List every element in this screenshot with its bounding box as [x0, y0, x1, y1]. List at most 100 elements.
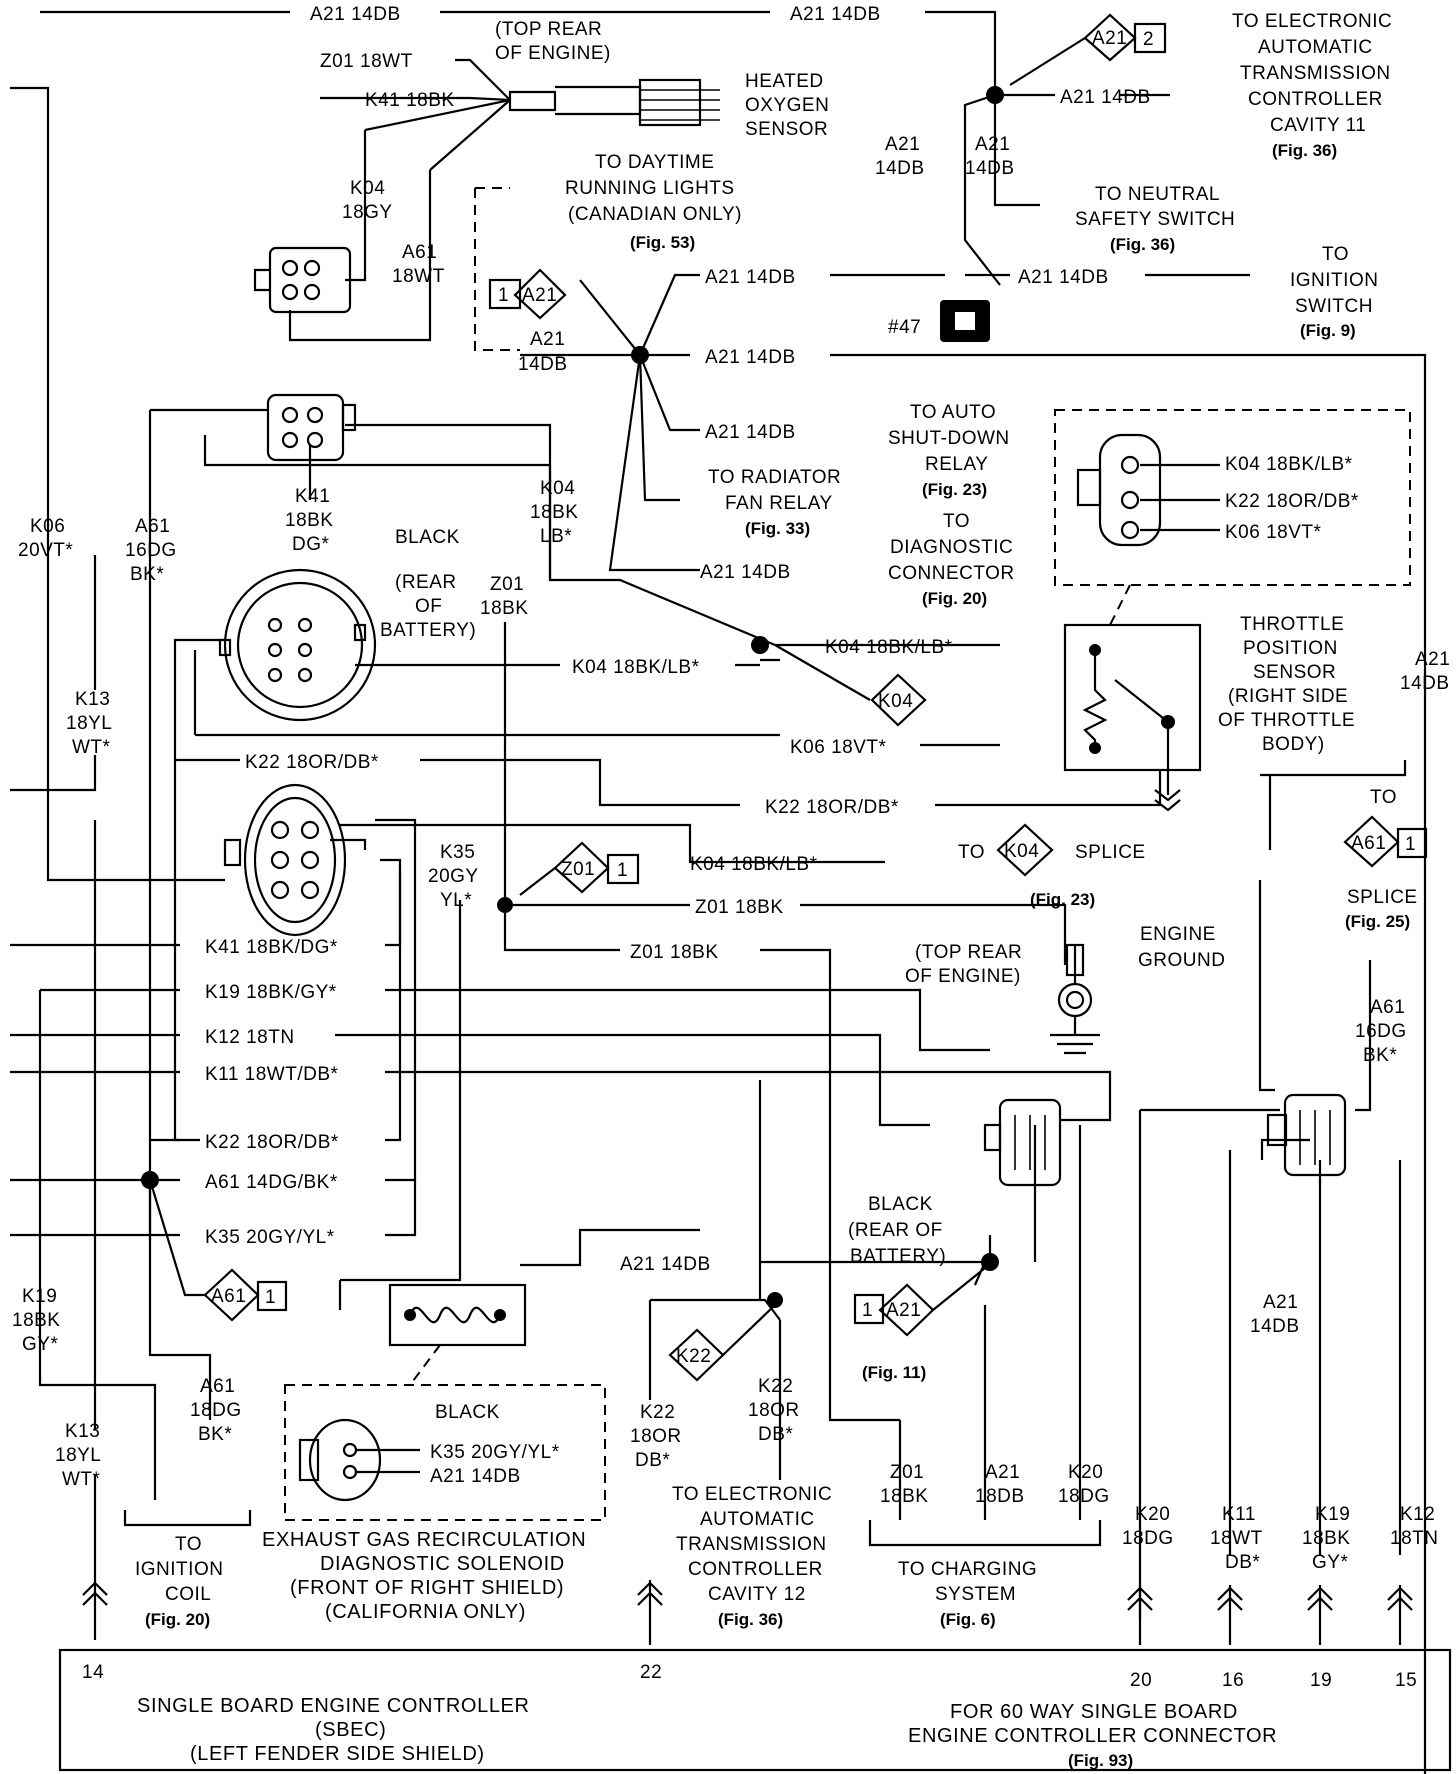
svg-text:YL*: YL*: [440, 890, 472, 911]
svg-text:20GY: 20GY: [428, 866, 479, 887]
svg-text:K41 18BK/DG*: K41 18BK/DG*: [205, 937, 338, 958]
svg-text:Z01 18BK: Z01 18BK: [695, 897, 784, 918]
svg-text:K04 18BK/LB*: K04 18BK/LB*: [690, 854, 818, 875]
svg-text:A21 14DB: A21 14DB: [430, 1466, 521, 1487]
svg-text:18DG: 18DG: [190, 1400, 242, 1421]
svg-text:SHUT-DOWN: SHUT-DOWN: [888, 428, 1010, 449]
connector-47: [940, 300, 990, 342]
svg-text:16DG: 16DG: [125, 540, 177, 561]
svg-text:A21 14DB: A21 14DB: [790, 4, 881, 25]
svg-text:K04 18BK/LB*: K04 18BK/LB*: [572, 657, 700, 678]
svg-text:A21: A21: [530, 329, 565, 350]
svg-text:TO ELECTRONIC: TO ELECTRONIC: [672, 1484, 832, 1505]
o2-sensor-body: [638, 78, 720, 127]
svg-text:14DB: 14DB: [965, 158, 1015, 179]
svg-text:A21 14DB: A21 14DB: [310, 4, 401, 25]
svg-text:(Fig. 36): (Fig. 36): [1272, 141, 1337, 160]
svg-text:WT*: WT*: [72, 737, 111, 758]
svg-text:(Fig. 25): (Fig. 25): [1345, 912, 1410, 931]
svg-text:K20: K20: [1068, 1462, 1103, 1483]
svg-text:K04 18BK/LB*: K04 18BK/LB*: [825, 637, 953, 658]
svg-text:K06 18VT*: K06 18VT*: [1225, 522, 1321, 543]
svg-text:OXYGEN: OXYGEN: [745, 95, 829, 116]
svg-text:(REAR: (REAR: [395, 572, 457, 593]
svg-text:18DB: 18DB: [975, 1486, 1025, 1507]
svg-text:POSITION: POSITION: [1243, 638, 1338, 659]
svg-text:K22: K22: [676, 1346, 711, 1367]
svg-text:(Fig. 20): (Fig. 20): [145, 1610, 210, 1629]
svg-text:SPLICE: SPLICE: [1075, 842, 1146, 863]
svg-text:TO AUTO: TO AUTO: [910, 402, 996, 423]
ground-eye: [1057, 943, 1093, 1018]
svg-text:(CALIFORNIA ONLY): (CALIFORNIA ONLY): [325, 1601, 526, 1623]
svg-text:15: 15: [1395, 1670, 1417, 1691]
svg-text:2: 2: [1143, 29, 1154, 50]
svg-text:19: 19: [1310, 1670, 1332, 1691]
svg-text:A21 14DB: A21 14DB: [700, 562, 791, 583]
svg-text:A21 14DB: A21 14DB: [1060, 87, 1151, 108]
svg-text:K06: K06: [30, 516, 65, 537]
svg-text:EXHAUST GAS RECIRCULATION: EXHAUST GAS RECIRCULATION: [262, 1529, 586, 1551]
svg-text:WT*: WT*: [62, 1469, 101, 1490]
svg-text:A21: A21: [985, 1462, 1020, 1483]
svg-text:K35 20GY/YL*: K35 20GY/YL*: [430, 1442, 560, 1463]
svg-text:Z01 18WT: Z01 18WT: [320, 51, 413, 72]
svg-text:K35 20GY/YL*: K35 20GY/YL*: [205, 1227, 335, 1248]
svg-text:SINGLE BOARD ENGINE CONTROLLER: SINGLE BOARD ENGINE CONTROLLER: [137, 1695, 530, 1717]
svg-text:DB*: DB*: [758, 1424, 793, 1445]
svg-text:K11: K11: [1222, 1504, 1256, 1525]
svg-text:TO RADIATOR: TO RADIATOR: [708, 467, 841, 488]
svg-text:(Fig. 9): (Fig. 9): [1300, 321, 1356, 340]
splice-tag-k22: K22: [668, 1304, 776, 1382]
svg-text:(Fig. 23): (Fig. 23): [922, 480, 987, 499]
svg-text:A21: A21: [1092, 28, 1127, 49]
svg-text:TO CHARGING: TO CHARGING: [898, 1559, 1037, 1580]
svg-text:A21 14DB: A21 14DB: [620, 1254, 711, 1275]
svg-text:A21: A21: [886, 1300, 921, 1321]
svg-text:20VT*: 20VT*: [18, 540, 73, 561]
svg-text:SWITCH: SWITCH: [1295, 296, 1373, 317]
svg-text:RUNNING LIGHTS: RUNNING LIGHTS: [565, 178, 735, 199]
svg-text:TRANSMISSION: TRANSMISSION: [676, 1534, 827, 1555]
svg-text:14DB: 14DB: [518, 354, 568, 375]
svg-text:Z01: Z01: [890, 1462, 924, 1483]
svg-text:K41 18BK: K41 18BK: [365, 90, 455, 111]
svg-text:K19: K19: [22, 1286, 57, 1307]
tps-detail-box: [1054, 409, 1411, 626]
svg-text:A61: A61: [135, 516, 170, 537]
svg-text:ENGINE: ENGINE: [1140, 924, 1216, 945]
svg-text:K13: K13: [75, 689, 110, 710]
egr-detail-box: [284, 1344, 606, 1521]
splice-tags: A21 2 1 A21 K04 Z01 1 K04 A61: [203, 13, 1428, 1382]
svg-text:TO: TO: [175, 1534, 202, 1555]
svg-text:BLACK: BLACK: [395, 527, 460, 548]
svg-text:SAFETY SWITCH: SAFETY SWITCH: [1075, 209, 1235, 230]
svg-text:RELAY: RELAY: [925, 454, 988, 475]
svg-text:1: 1: [498, 285, 509, 306]
svg-text:(Fig. 6): (Fig. 6): [940, 1610, 996, 1629]
svg-text:18BK: 18BK: [880, 1486, 928, 1507]
svg-text:OF ENGINE): OF ENGINE): [905, 966, 1021, 987]
svg-text:TO: TO: [943, 511, 970, 532]
svg-text:SENSOR: SENSOR: [1253, 662, 1336, 683]
svg-text:14DB: 14DB: [1400, 673, 1450, 694]
svg-text:(RIGHT SIDE: (RIGHT SIDE: [1228, 686, 1348, 707]
svg-text:(Fig. 53): (Fig. 53): [630, 233, 695, 252]
svg-text:A21: A21: [975, 134, 1010, 155]
svg-text:K04: K04: [540, 478, 575, 499]
svg-text:16: 16: [1222, 1670, 1244, 1691]
svg-text:14: 14: [82, 1662, 104, 1683]
svg-text:K35: K35: [440, 842, 475, 863]
svg-text:LB*: LB*: [540, 526, 572, 547]
svg-text:FAN RELAY: FAN RELAY: [725, 493, 833, 514]
sbec-connector-right: [1266, 1093, 1347, 1177]
svg-text:A21: A21: [1263, 1292, 1298, 1313]
svg-text:(Fig. 36): (Fig. 36): [1110, 235, 1175, 254]
svg-text:K22 18OR/DB*: K22 18OR/DB*: [1225, 491, 1359, 512]
svg-text:18BK: 18BK: [530, 502, 578, 523]
egr-solenoid: [388, 1283, 527, 1347]
svg-text:K04 18BK/LB*: K04 18BK/LB*: [1225, 454, 1353, 475]
svg-text:A61: A61: [1351, 833, 1386, 854]
svg-text:K04: K04: [878, 691, 913, 712]
svg-text:K04: K04: [1004, 841, 1039, 862]
